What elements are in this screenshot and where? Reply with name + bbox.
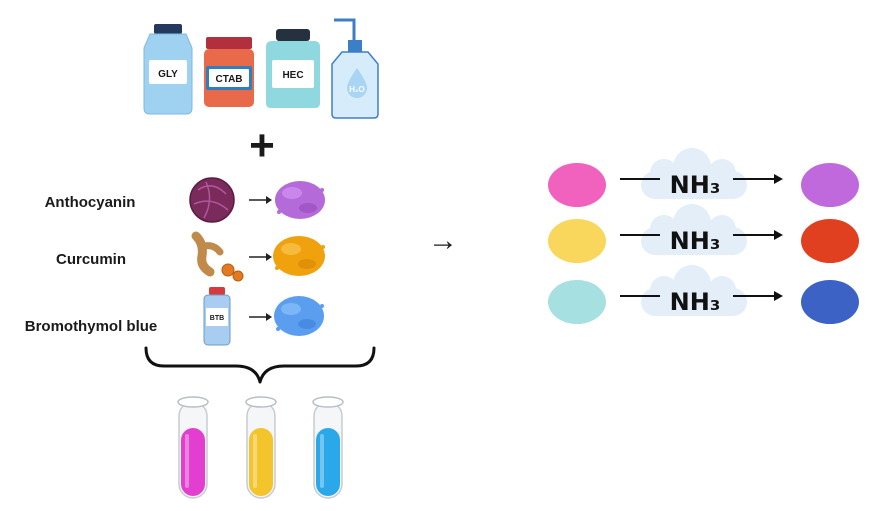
water-bottle-label: H₂O bbox=[349, 85, 365, 94]
test-tube-icon bbox=[245, 396, 277, 499]
color-after bbox=[801, 280, 859, 324]
turmeric-root-icon bbox=[191, 231, 244, 282]
indicator-name: Curcumin bbox=[56, 251, 126, 268]
purple-powder-icon bbox=[275, 181, 325, 219]
arrow-icon bbox=[249, 196, 272, 204]
indicator-row-anthocyanin: Anthocyanin bbox=[45, 177, 325, 223]
arrow-head-icon bbox=[774, 230, 783, 240]
water-bottle-icon: H₂O bbox=[331, 18, 379, 119]
cloud-icon bbox=[641, 265, 747, 316]
ctab-bottle-icon: CTAB bbox=[204, 37, 254, 107]
test-tube-icon bbox=[312, 396, 344, 499]
nh3-label: NH₃ bbox=[670, 227, 721, 255]
red-cabbage-icon bbox=[189, 177, 235, 223]
cloud-icon bbox=[641, 148, 747, 199]
process-arrow: → bbox=[428, 224, 458, 257]
indicator-list: Anthocyanin Curcumin bbox=[25, 177, 325, 346]
nh3-label: NH₃ bbox=[670, 171, 721, 199]
btb-bottle-icon: BTB bbox=[203, 287, 231, 346]
arrow-icon bbox=[249, 253, 272, 261]
indicator-row-bromothymol-blue: Bromothymol blue BTB bbox=[25, 287, 324, 346]
indicator-name: Anthocyanin bbox=[45, 194, 136, 211]
indicator-name: Bromothymol blue bbox=[25, 318, 158, 335]
test-tubes bbox=[177, 396, 344, 499]
color-before bbox=[548, 280, 606, 324]
arrow-head-icon bbox=[774, 291, 783, 301]
reagent-bottles: GLY CTAB HEC H₂O bbox=[143, 18, 379, 119]
reaction-row: NH₃ bbox=[548, 204, 859, 263]
color-after bbox=[801, 163, 859, 207]
tube-liquid bbox=[181, 428, 205, 496]
yellow-powder-icon bbox=[273, 236, 325, 276]
curly-brace-icon bbox=[144, 346, 376, 384]
cloud-icon bbox=[641, 204, 747, 255]
color-before bbox=[548, 163, 606, 207]
indicator-row-curcumin: Curcumin bbox=[56, 231, 325, 282]
color-after bbox=[801, 219, 859, 263]
reaction-row: NH₃ bbox=[548, 265, 859, 324]
btb-bottle-label: BTB bbox=[210, 315, 224, 322]
arrow-icon bbox=[249, 313, 272, 321]
tube-liquid bbox=[249, 428, 273, 496]
test-tube-icon bbox=[177, 396, 209, 499]
nh3-label: NH₃ bbox=[670, 288, 721, 316]
ctab-bottle-label: CTAB bbox=[215, 74, 242, 85]
hec-bottle-label: HEC bbox=[282, 70, 303, 81]
blue-powder-icon bbox=[274, 296, 324, 336]
plus-sign: + bbox=[249, 121, 275, 170]
color-before bbox=[548, 219, 606, 263]
tube-liquid bbox=[316, 428, 340, 496]
nh3-reactions: NH₃ NH₃ NH₃ bbox=[548, 148, 859, 324]
reaction-row: NH₃ bbox=[548, 148, 859, 207]
gly-bottle-icon: GLY bbox=[143, 24, 193, 115]
hec-bottle-icon: HEC bbox=[266, 29, 320, 108]
gly-bottle-label: GLY bbox=[158, 69, 178, 80]
arrow-head-icon bbox=[774, 174, 783, 184]
